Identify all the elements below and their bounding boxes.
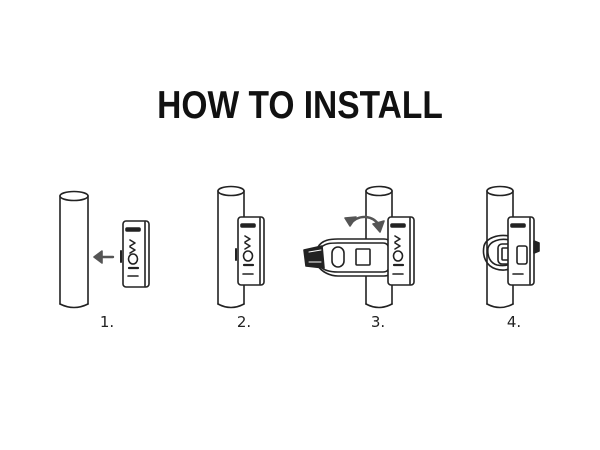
step-label-1: 1. — [99, 313, 115, 331]
light-unit-4 — [507, 216, 540, 286]
light-unit-2 — [235, 216, 265, 286]
step-label-2: 2. — [236, 313, 252, 331]
bike-post-1 — [59, 190, 89, 309]
step-label-3: 3. — [370, 313, 386, 331]
light-unit-1 — [120, 220, 150, 288]
step-4-illustration — [482, 185, 540, 309]
light-unit-3 — [387, 216, 415, 286]
page-title: HOW TO INSTALL — [157, 84, 443, 127]
step-label-4: 4. — [506, 313, 522, 331]
step-2-illustration — [217, 185, 265, 309]
step-3-illustration — [303, 185, 415, 309]
step-1-illustration — [59, 190, 150, 309]
arrow-left-icon — [93, 250, 115, 264]
rubber-strap-3 — [303, 238, 394, 277]
curved-arrow-icon — [344, 215, 385, 233]
